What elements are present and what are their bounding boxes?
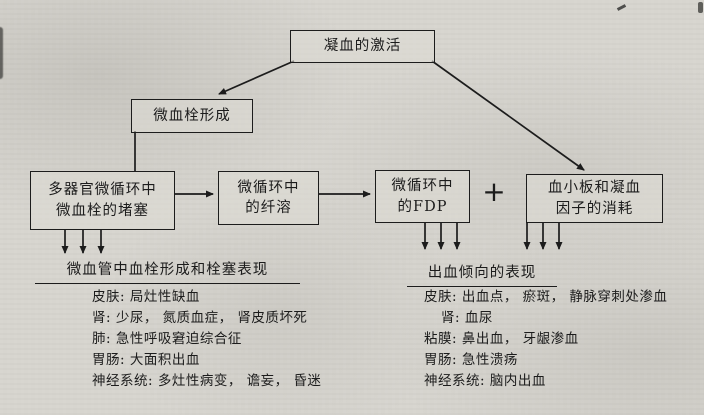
box-multiorgan-microthrombi-occlusion: 多器官微循环中 微血栓的堵塞 — [30, 171, 175, 230]
list-item: 肺: 急性呼吸窘迫综合征 — [92, 331, 242, 347]
box-microthrombus-formation: 微血栓形成 — [131, 99, 253, 133]
list-item: 肾: 少尿， 氮质血症， 肾皮质坏死 — [92, 310, 308, 326]
bleeding-manifestations-list: 皮肤: 出血点， 瘀斑， 静脉穿刺处渗血 肾: 血尿 粘膜: 鼻出血， 牙龈渗血… — [424, 287, 667, 392]
thrombosis-manifestations-list: 皮肤: 局灶性缺血 肾: 少尿， 氮质血症， 肾皮质坏死 肺: 急性呼吸窘迫综合… — [92, 287, 321, 392]
arrow-activation-to-consumption — [431, 60, 585, 171]
list-item: 肾: 血尿 — [441, 310, 493, 326]
list-item: 胃肠: 急性溃疡 — [424, 352, 518, 368]
arrow-activation-to-microthrombus — [218, 60, 295, 95]
box-coagulation-activation: 凝血的激活 — [290, 30, 435, 63]
box-microcirculation-fibrinolysis: 微循环中 的纤溶 — [218, 171, 319, 225]
list-item: 神经系统: 脑内出血 — [424, 373, 546, 389]
scan-mark — [698, 2, 703, 13]
list-item: 神经系统: 多灶性病变， 谵妄， 昏迷 — [92, 373, 322, 389]
list-item: 粘膜: 鼻出血， 牙龈渗血 — [424, 331, 579, 347]
list-item: 皮肤: 出血点， 瘀斑， 静脉穿刺处渗血 — [424, 289, 668, 305]
scan-mark — [616, 4, 627, 11]
box-microcirculation-fdp: 微循环中 的FDP — [375, 170, 470, 223]
plus-sign: + — [482, 175, 506, 208]
box-platelet-factor-consumption: 血小板和凝血 因子的消耗 — [526, 174, 663, 223]
scan-smudge — [0, 27, 3, 79]
list-item: 皮肤: 局灶性缺血 — [92, 289, 200, 305]
list-item: 胃肠: 大面积出血 — [92, 352, 200, 368]
thrombosis-manifestations-title: 微血管中血栓形成和栓塞表现 — [35, 258, 300, 284]
bleeding-tendency-title: 出血倾向的表现 — [407, 261, 557, 287]
